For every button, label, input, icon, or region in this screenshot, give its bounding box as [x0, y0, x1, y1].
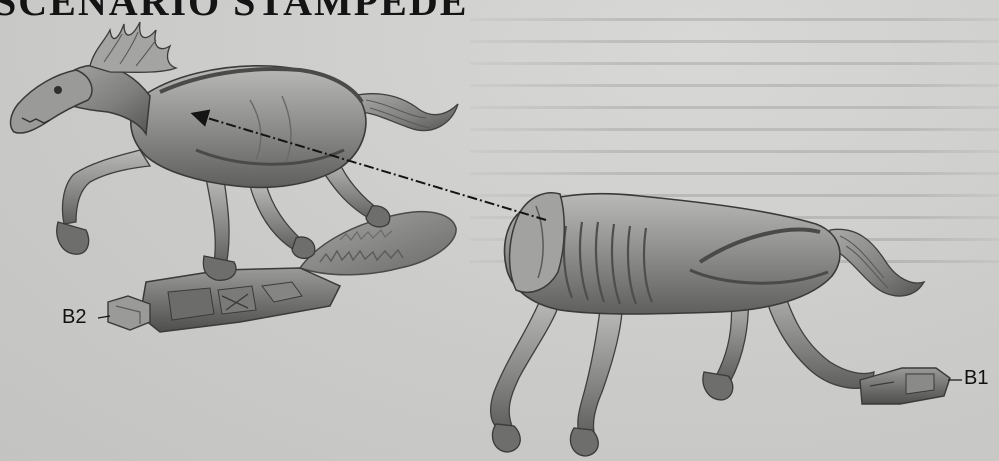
b2-peg: [108, 296, 150, 330]
assembled-horse-b2: [11, 22, 458, 332]
horse-part-b1: [491, 193, 950, 456]
b2-mane: [90, 22, 176, 72]
callout-b2: B2: [62, 306, 86, 329]
callout-b1: B1: [964, 367, 988, 390]
b2-body: [131, 66, 366, 188]
b1-tail: [830, 229, 924, 296]
b2-skull-head: [11, 70, 92, 133]
